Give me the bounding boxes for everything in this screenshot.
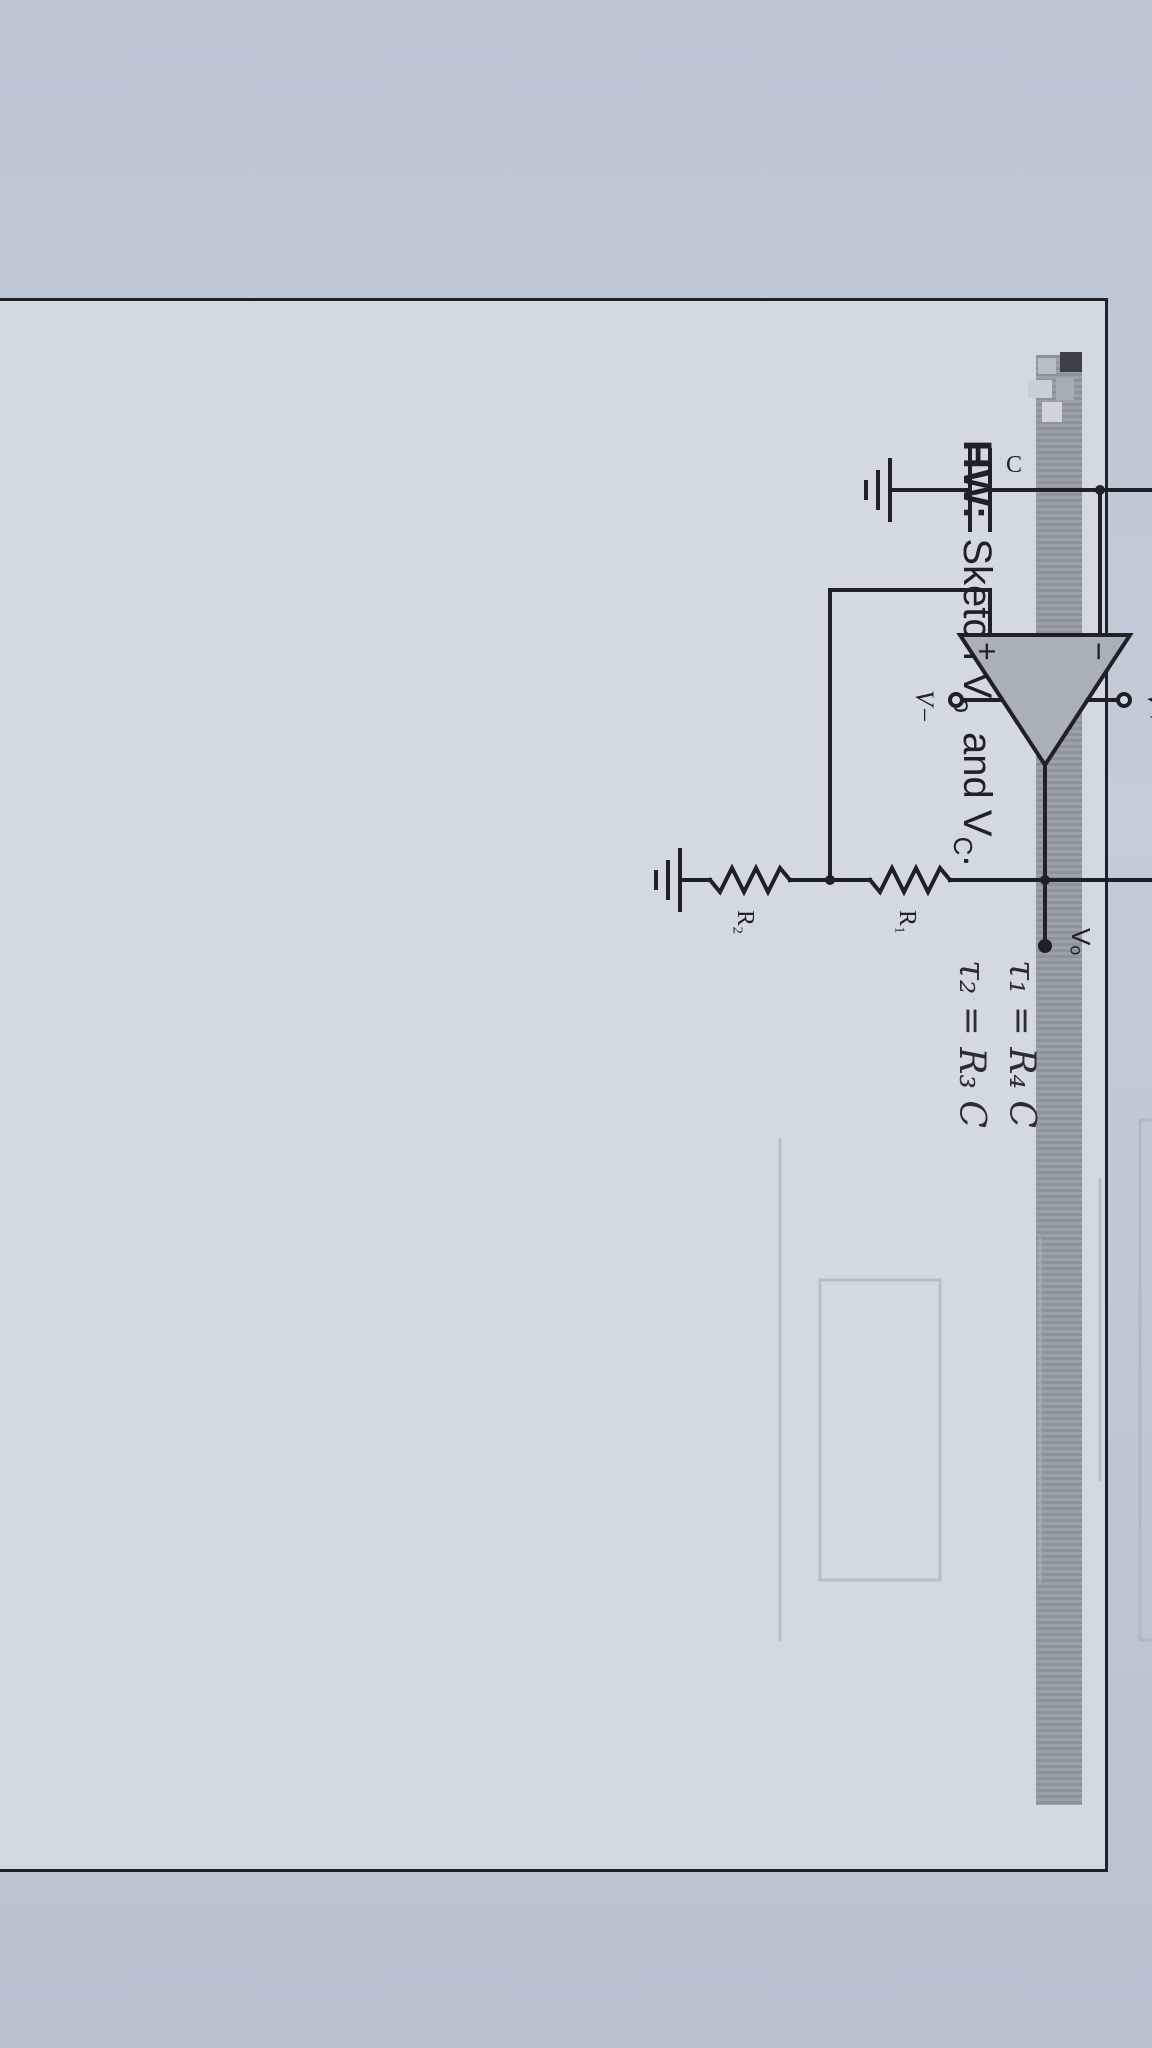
label-c: C <box>1006 452 1022 478</box>
handwritten-tau2: τ₂ = R₃ C <box>951 960 992 1128</box>
label-vplus: V+ <box>1142 692 1152 725</box>
vplus-terminal <box>1116 692 1132 708</box>
label-r1: R₁ <box>894 910 920 934</box>
slide-header-strip <box>1036 355 1082 1805</box>
bleed-through <box>778 1118 1152 1642</box>
opamp-plus-pin: + <box>969 642 1005 661</box>
label-vo: Vₒ <box>1066 928 1096 955</box>
opamp-minus-pin: − <box>1081 642 1117 661</box>
circuit-diagram: R₄ R₃ C <box>654 448 1152 955</box>
label-r2: R₂ <box>732 910 758 934</box>
vo-terminal <box>1038 939 1052 953</box>
resistor-r1 <box>867 863 953 897</box>
ground-symbol-c <box>864 458 892 522</box>
vminus-terminal <box>948 692 964 708</box>
handwritten-tau1: τ₁ = R₄ C <box>1001 960 1042 1128</box>
slide-page <box>0 298 1108 1872</box>
ground-symbol-r2 <box>654 848 682 912</box>
resistor-r2 <box>707 863 793 897</box>
slide-logo-squares <box>1020 350 1090 430</box>
label-vminus: V− <box>910 690 939 723</box>
